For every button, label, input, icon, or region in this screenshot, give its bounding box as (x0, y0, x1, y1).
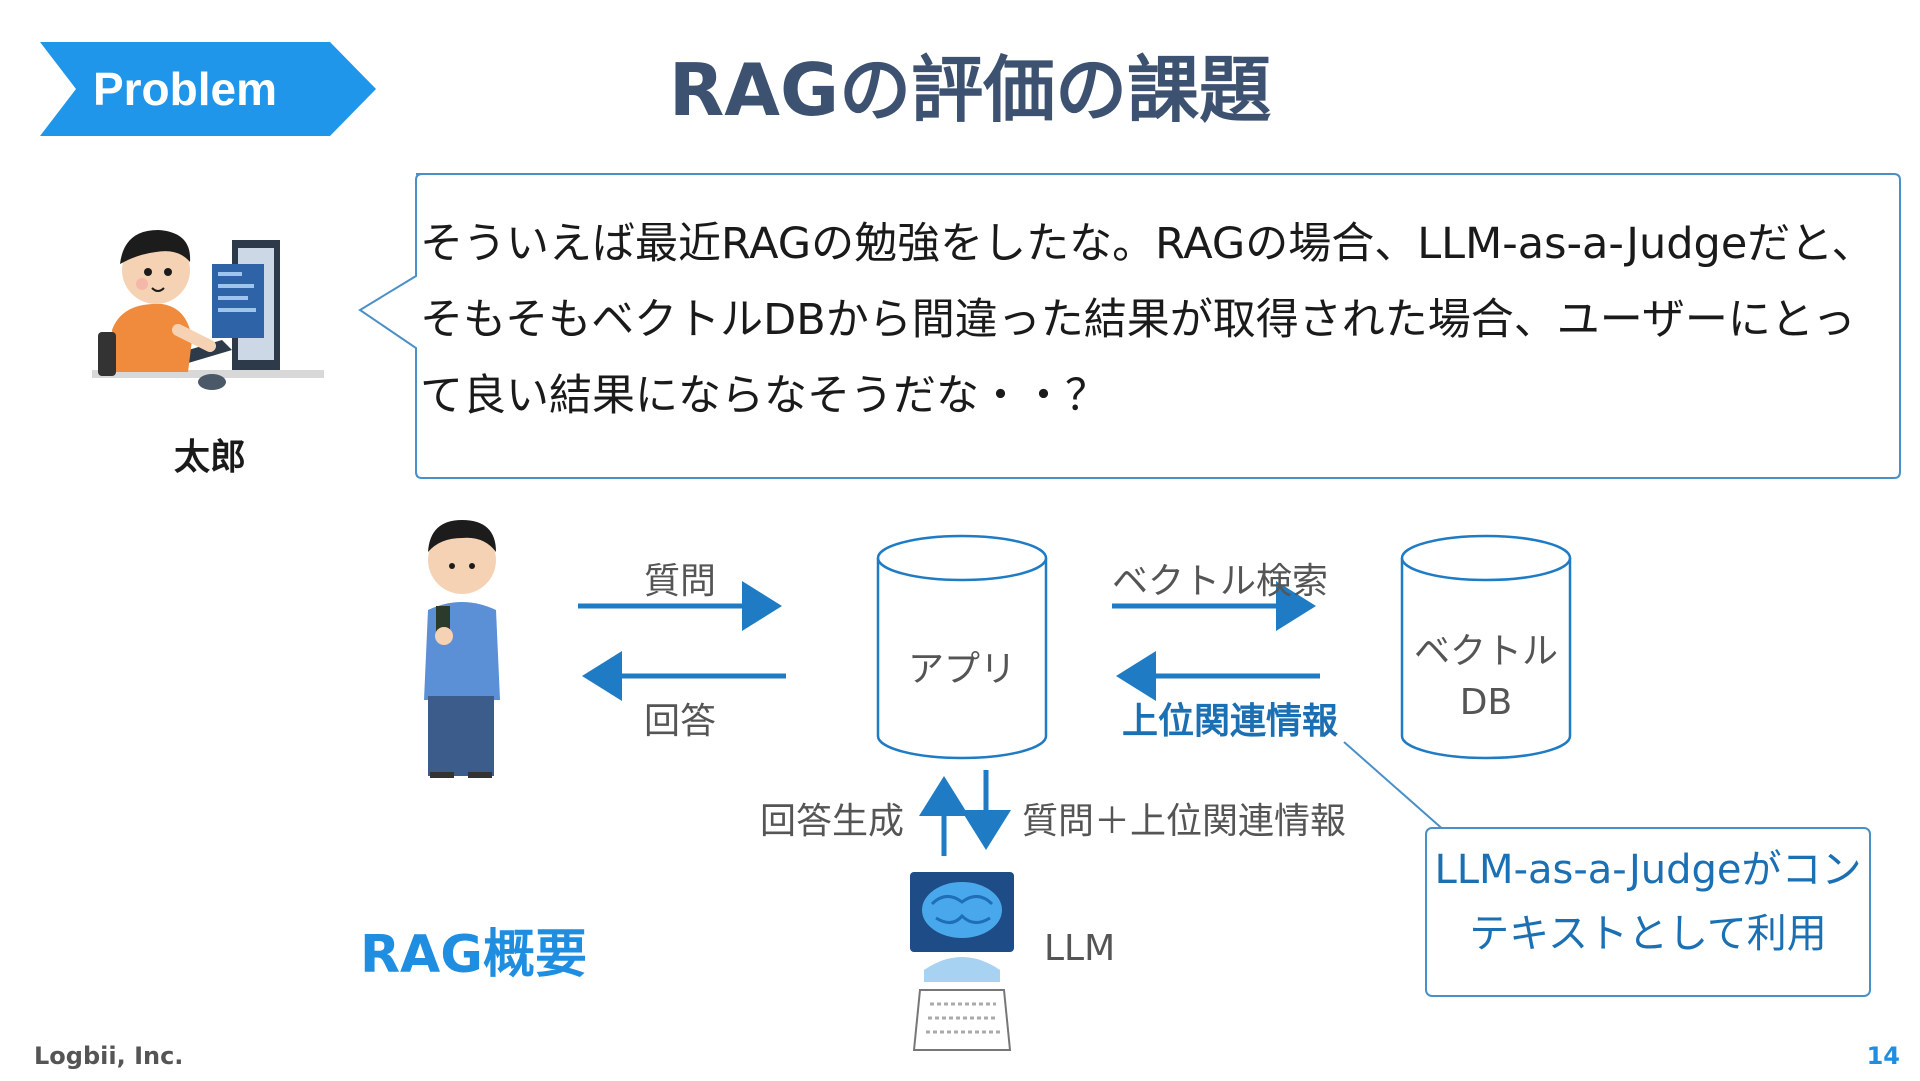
llm-brain-icon (910, 872, 1014, 1051)
speech-text: そういえば最近RAGの勉強をしたな。RAGの場合、LLM-as-a-Judgeだ… (420, 219, 1875, 421)
question-label: 質問 (643, 561, 716, 602)
speech-bubble (358, 173, 1901, 479)
slide-title: RAGの評価の課題 (668, 48, 1272, 132)
rag-summary-title: RAG概要 (360, 925, 587, 985)
llm-label: LLM (1044, 928, 1116, 969)
app-cylinder (876, 534, 1048, 760)
answer-label: 回答 (643, 701, 716, 742)
vector-search-label: ベクトル検索 (1111, 561, 1328, 602)
vectordb-label-line2: DB (1459, 682, 1513, 723)
judge-note-box (1425, 827, 1871, 997)
top-related-label: 上位関連情報 (1121, 701, 1338, 742)
question-plus-info-label: 質問＋上位関連情報 (1022, 801, 1347, 842)
answer-generation-label: 回答生成 (760, 801, 905, 842)
problem-badge-label: Problem (92, 63, 278, 115)
problem-badge-shape (40, 42, 376, 136)
vectordb-label-line1: ベクトル (1413, 631, 1558, 672)
speaker-name: 太郎 (173, 437, 246, 478)
note-connector (1343, 741, 1447, 833)
vector-db-cylinder (1400, 534, 1572, 760)
app-label: アプリ (907, 649, 1016, 690)
footer-company: Logbii, Inc. (34, 1042, 184, 1070)
user-person-illustration (424, 520, 500, 778)
page-number: 14 (1866, 1042, 1900, 1070)
judge-note-text: LLM-as-a-Judgeがコンテキストとして利用 (1434, 847, 1862, 957)
taro-illustration (92, 230, 324, 390)
